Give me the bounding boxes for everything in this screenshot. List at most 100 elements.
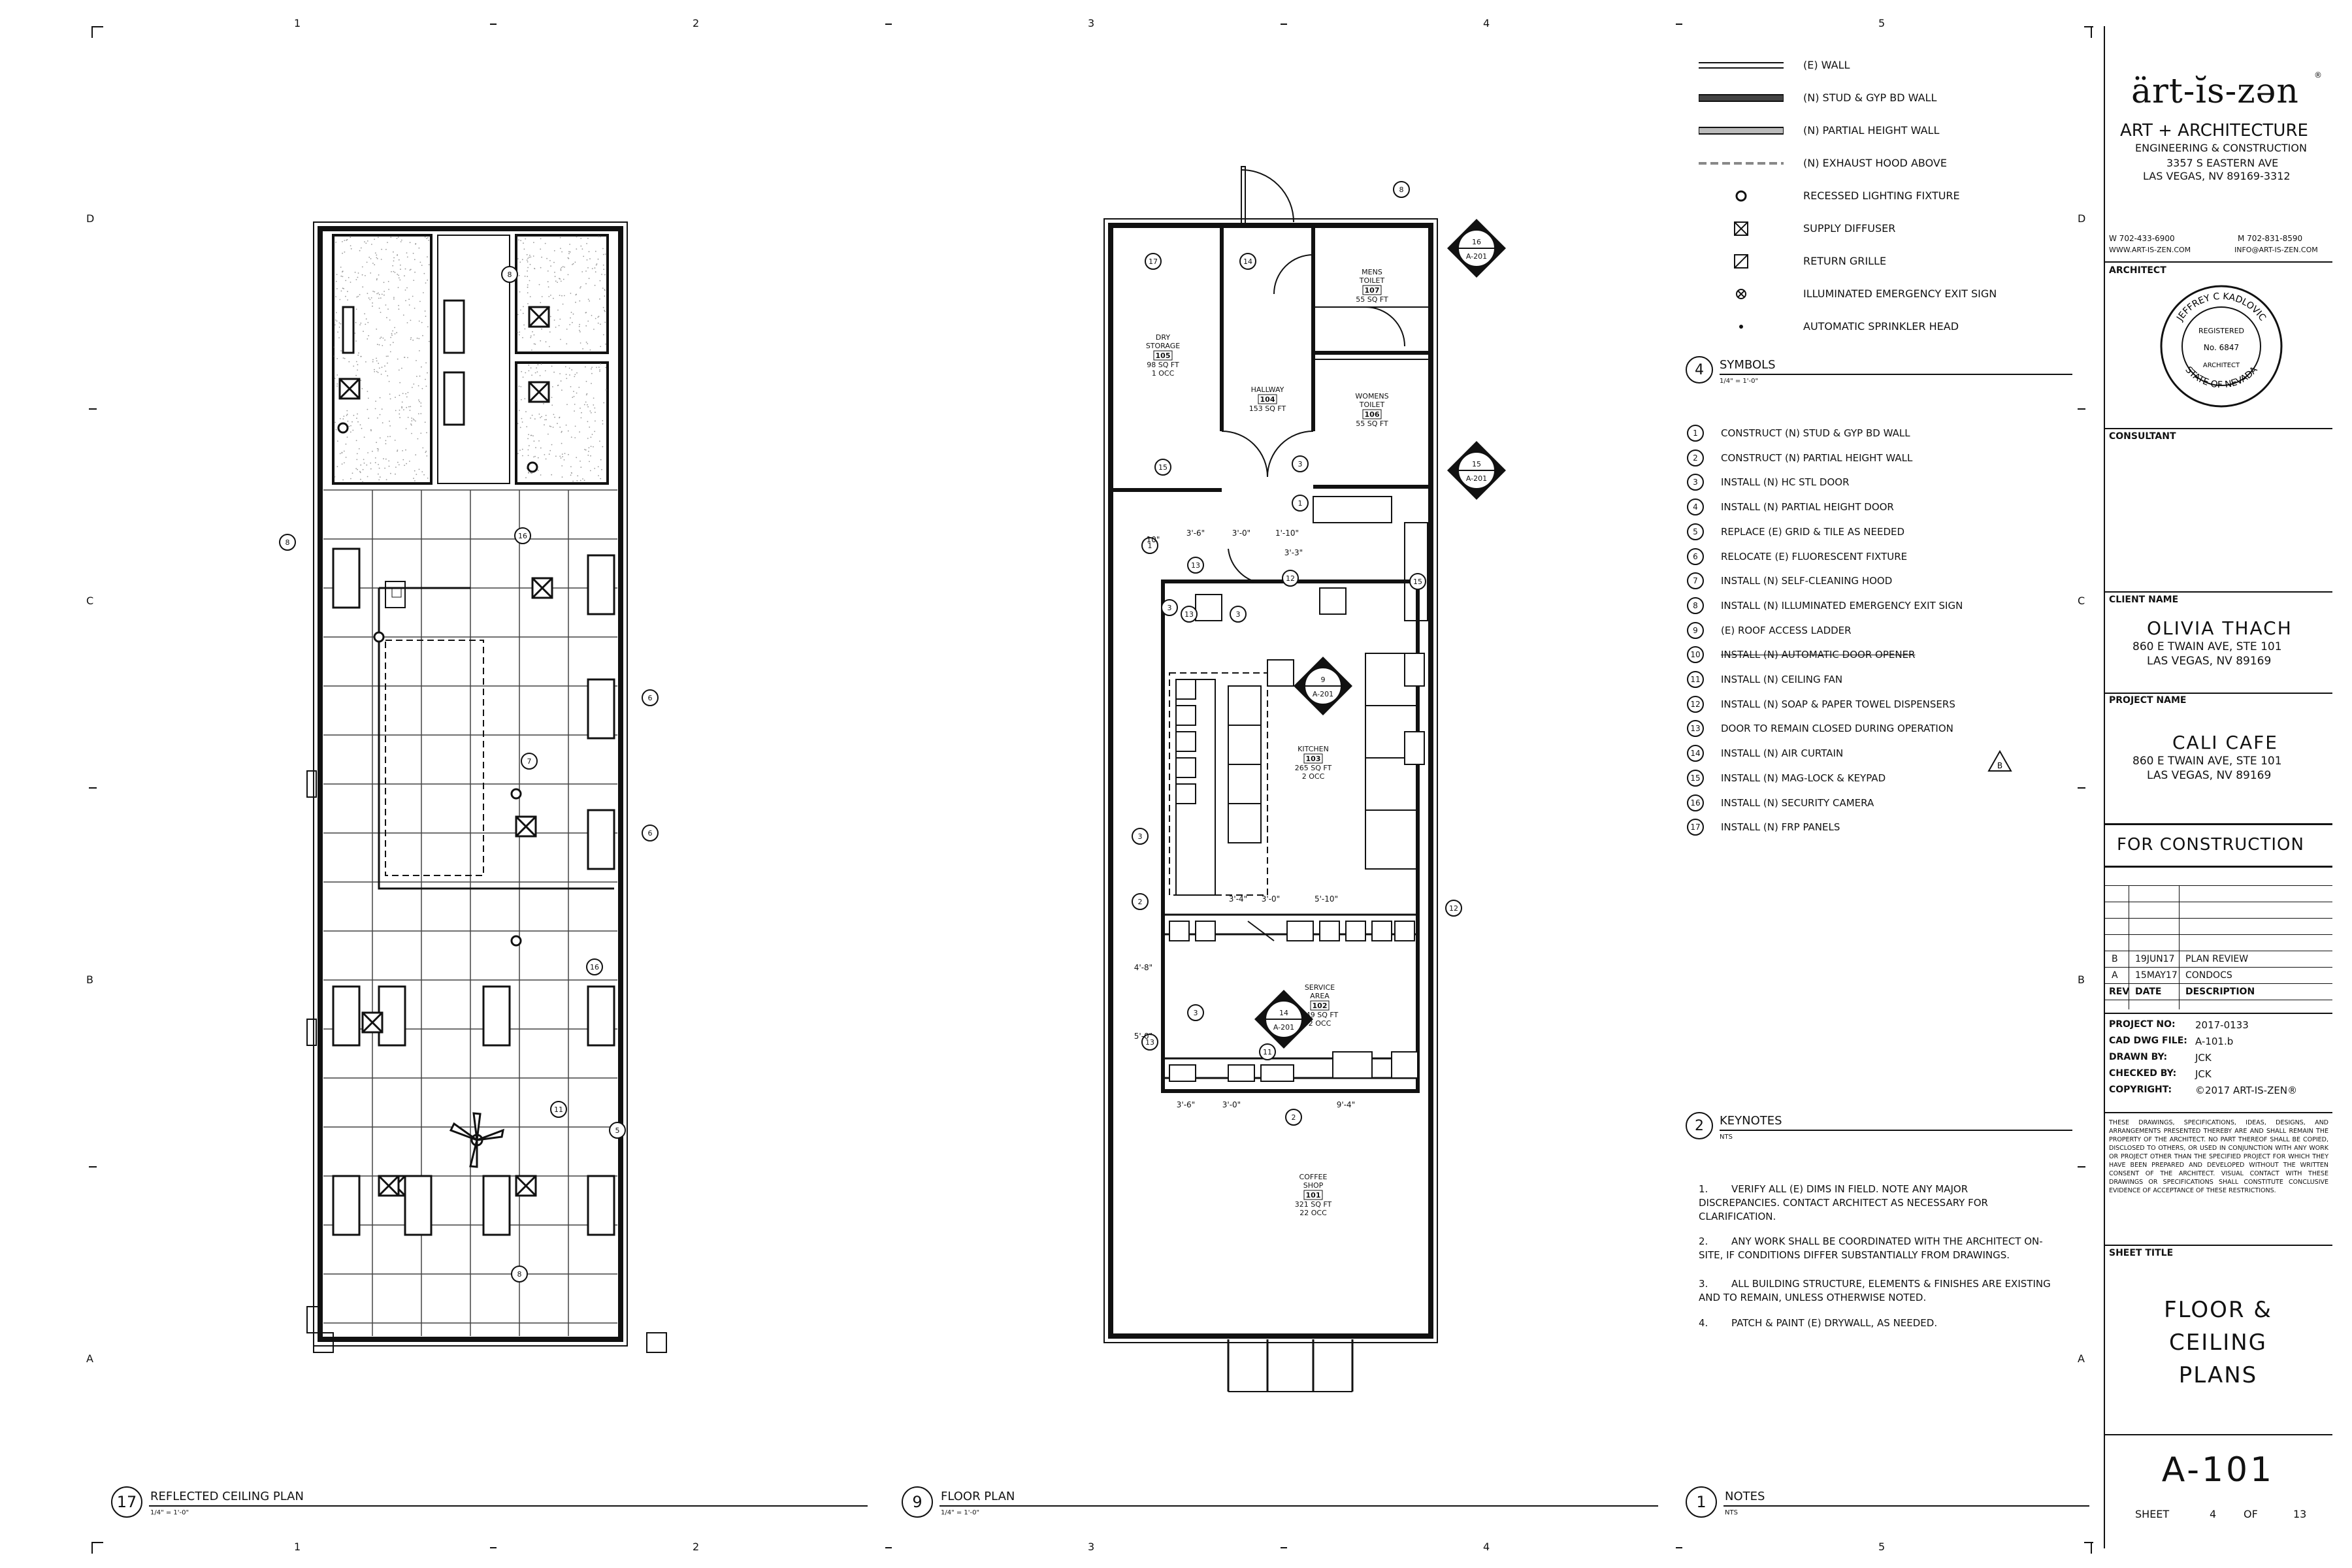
ceiling-texture-dot xyxy=(362,481,363,483)
light-fixture xyxy=(342,306,355,354)
ceiling-texture-dot xyxy=(602,287,604,289)
ceiling-texture-dot xyxy=(533,440,535,442)
view-title: FLOOR PLAN xyxy=(941,1490,1015,1503)
symbol-number: 15 xyxy=(1687,769,1704,787)
svg-text:DRY: DRY xyxy=(1156,333,1170,342)
keynotes-scale: NTS xyxy=(1720,1134,1733,1141)
ceiling-texture-dot xyxy=(381,367,383,368)
ceiling-texture-dot xyxy=(355,340,357,342)
floor-callout-tag: 8 xyxy=(1393,181,1410,198)
ceiling-texture-dot xyxy=(411,420,413,421)
ceiling-texture-dot xyxy=(376,257,378,259)
ceiling-texture-dot xyxy=(418,338,420,340)
ceiling-texture-dot xyxy=(358,352,359,354)
svg-text:16: 16 xyxy=(518,532,527,540)
ceiling-texture-dot xyxy=(378,344,380,346)
supply-diffuser-icon xyxy=(361,1011,384,1034)
ceiling-texture-dot xyxy=(354,271,356,273)
ceiling-texture-dot xyxy=(598,367,600,368)
symbol-number: 14 xyxy=(1687,745,1704,762)
ceiling-texture-dot xyxy=(574,437,576,438)
ceiling-texture-dot xyxy=(548,296,550,297)
ceiling-texture-dot xyxy=(341,463,343,465)
ceiling-texture-dot xyxy=(377,450,379,451)
ceiling-texture-dot xyxy=(594,407,596,409)
ceiling-texture-dot xyxy=(343,450,345,452)
floor-callout-tag: 13 xyxy=(1187,557,1204,574)
ceiling-texture-dot xyxy=(530,472,532,474)
grid-tick xyxy=(89,408,97,410)
ceiling-texture-dot xyxy=(382,422,384,424)
ceiling-texture-dot xyxy=(574,410,575,412)
ceiling-texture-dot xyxy=(540,474,542,476)
ceiling-texture-dot xyxy=(580,245,582,247)
ceiling-texture-dot xyxy=(413,384,415,385)
recessed-light-icon xyxy=(510,788,522,800)
symbol-number: 16 xyxy=(1687,794,1704,811)
ceiling-texture-dot xyxy=(427,279,429,281)
ceiling-texture-dot xyxy=(576,457,578,459)
dimension-label: 3'-0" xyxy=(1262,894,1280,904)
ceiling-texture-dot xyxy=(585,449,587,451)
ceiling-texture-dot xyxy=(395,466,397,468)
grid-tick xyxy=(1281,1547,1287,1548)
ceiling-texture-dot xyxy=(425,378,426,380)
ceiling-texture-dot xyxy=(374,408,376,410)
ceiling-texture-dot xyxy=(334,378,336,379)
ceiling-texture-dot xyxy=(385,479,387,481)
client-name: OLIVIA THACH xyxy=(2147,617,2293,639)
ceiling-texture-dot xyxy=(408,299,410,300)
grid-tick xyxy=(2078,1166,2085,1168)
ceiling-texture-dot xyxy=(425,282,427,284)
ceiling-texture-dot xyxy=(379,414,381,416)
ceiling-texture-dot xyxy=(425,451,427,453)
project-address1: 860 E TWAIN AVE, STE 101 xyxy=(2132,755,2282,768)
legend-label: (N) STUD & GYP BD WALL xyxy=(1803,91,1937,104)
ceiling-texture-dot xyxy=(404,289,406,291)
ceiling-texture-dot xyxy=(550,426,552,427)
recessed-light-icon xyxy=(373,631,385,643)
ceiling-texture-dot xyxy=(400,241,402,242)
ceiling-texture-dot xyxy=(392,330,393,332)
supply-diffuser-icon xyxy=(378,1175,400,1197)
grid-row-label: C xyxy=(2078,595,2085,607)
ceiling-texture-dot xyxy=(536,367,537,368)
ceiling-texture-dot xyxy=(397,358,399,360)
ceiling-texture-dot xyxy=(545,341,547,343)
ceiling-texture-dot xyxy=(354,333,356,334)
ceiling-texture-dot xyxy=(350,478,351,480)
client-address1: 860 E TWAIN AVE, STE 101 xyxy=(2132,640,2282,653)
ceiling-texture-dot xyxy=(560,268,562,270)
ceiling-texture-dot xyxy=(532,435,534,436)
ceiling-texture-dot xyxy=(566,404,568,405)
ceiling-texture-dot xyxy=(553,250,555,252)
revision-description: CONDOCS xyxy=(2185,970,2232,981)
ceiling-texture-dot xyxy=(560,280,562,282)
ceiling-texture-dot xyxy=(414,271,416,273)
grid-column-label: 4 xyxy=(1483,1541,1490,1553)
ceiling-texture-dot xyxy=(393,270,395,272)
ceiling-texture-dot xyxy=(360,247,362,249)
ceiling-texture-dot xyxy=(561,267,563,269)
ceiling-texture-dot xyxy=(519,449,521,451)
ceiling-texture-dot xyxy=(380,312,382,313)
kitchen-equipment xyxy=(1332,1051,1373,1079)
ceiling-texture-dot xyxy=(339,417,341,419)
ceiling-texture-dot xyxy=(366,464,368,466)
ceiling-texture-dot xyxy=(559,417,560,419)
ceiling-texture-dot xyxy=(517,258,519,259)
ceiling-texture-dot xyxy=(587,406,589,408)
grid-column-label: 5 xyxy=(1878,17,1886,29)
ceiling-texture-dot xyxy=(395,473,396,475)
kitchen-equipment xyxy=(1169,1064,1196,1082)
ceiling-texture-dot xyxy=(338,326,340,328)
ceiling-texture-dot xyxy=(411,417,412,419)
recessed-light-icon xyxy=(337,422,349,434)
ceiling-texture-dot xyxy=(545,458,547,460)
ceiling-texture-dot xyxy=(367,408,368,410)
svg-text:8: 8 xyxy=(286,538,290,547)
ceiling-texture-dot xyxy=(602,420,604,421)
ceiling-texture-dot xyxy=(526,253,528,255)
